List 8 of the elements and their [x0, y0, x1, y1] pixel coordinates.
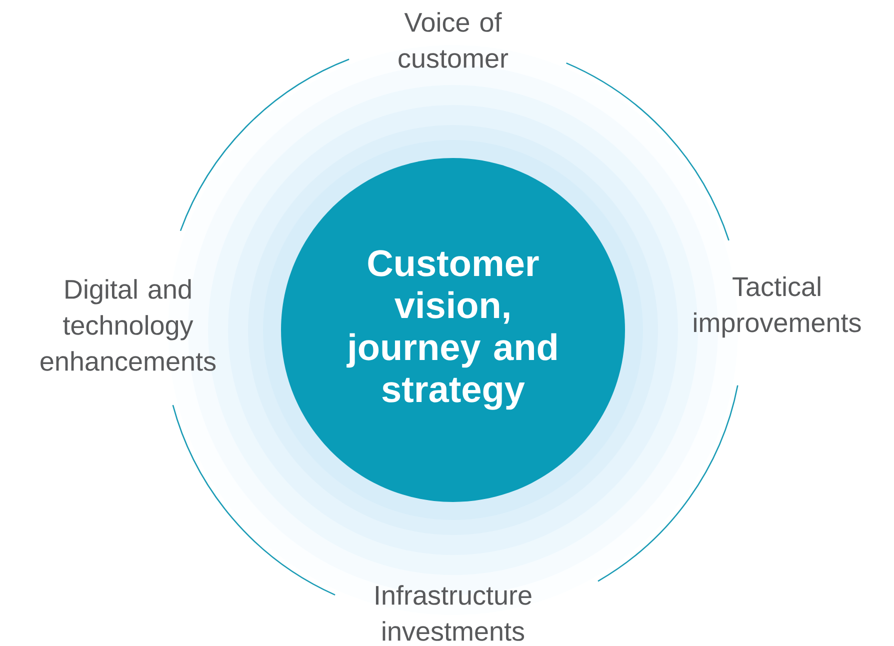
ring-arc: [180, 58, 350, 232]
stage-label: Voice of customer: [398, 12, 508, 68]
stage-label: Digital and technology enhancements: [40, 279, 216, 371]
ring-arc: [172, 404, 336, 596]
ring-arc: [598, 385, 738, 582]
stage-label: Tactical improvements: [694, 276, 861, 338]
stage-label: Infrastructure investments: [376, 585, 532, 641]
ring-arc: [566, 62, 730, 241]
